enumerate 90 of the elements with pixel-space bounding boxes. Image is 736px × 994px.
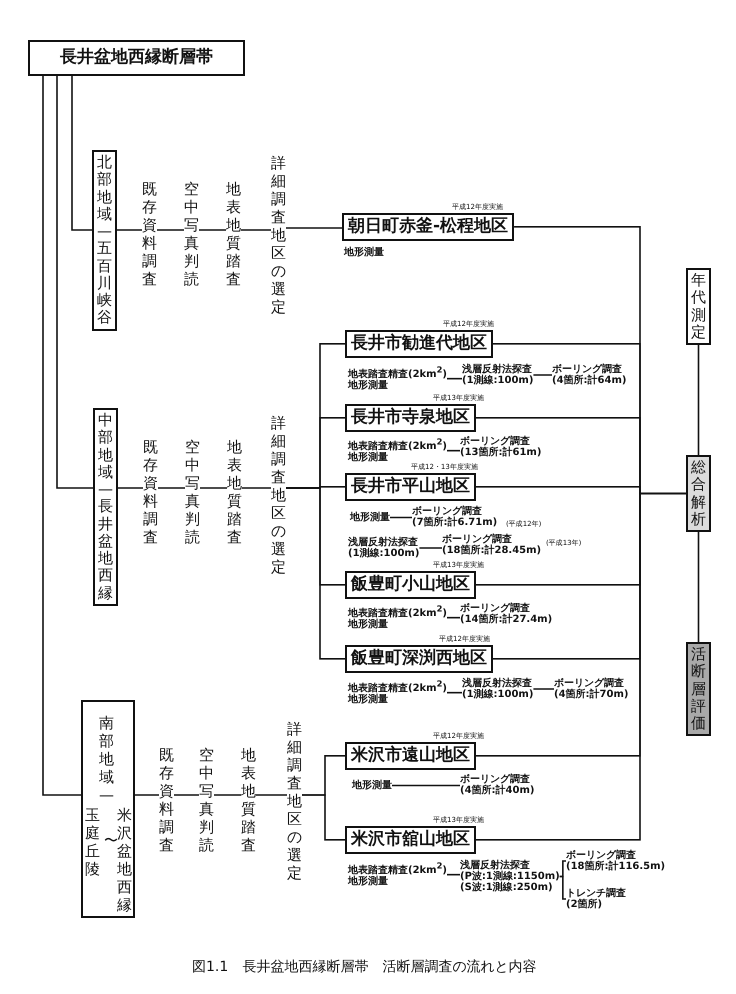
survey-text: ボーリング調査 (4箇所:計40m) <box>460 774 534 796</box>
connector-line <box>135 794 159 796</box>
step-text: 詳細調査地区の選定 <box>271 154 286 316</box>
region-text: 南部地域— <box>99 714 114 804</box>
caption: 図1.1 長井盆地西縁断層帯 活断層調査の流れと内容 <box>192 958 536 976</box>
connector-line <box>42 76 81 796</box>
connector-line <box>419 547 442 549</box>
method-box: 活断層評価 <box>686 642 711 736</box>
step-text: 空中写真判読 <box>185 438 200 546</box>
step-text: 空中写真判読 <box>199 746 214 854</box>
step-text: 既存資料調査 <box>159 746 174 854</box>
connector-line <box>256 794 287 796</box>
step-text: 詳細調査地区の選定 <box>271 414 286 576</box>
survey-text: 地表踏査精査(2km$^{2}$) <box>348 680 447 694</box>
connector-line <box>71 76 92 231</box>
connector-line <box>157 229 184 231</box>
survey-text: ボーリング調査 (4箇所:計64m) <box>552 364 626 386</box>
survey-text: 浅層反射法探査 (1測線:100m) <box>462 364 534 386</box>
survey-text: 地形測量 <box>348 619 388 630</box>
connector-line <box>200 487 227 489</box>
survey-text: 地形測量 <box>348 694 388 706</box>
method-box: 年代測定 <box>686 268 711 345</box>
area-box: 米沢市舘山地区 <box>345 826 476 854</box>
area-box: 長井市平山地区 <box>345 473 476 501</box>
connector-line <box>199 229 226 231</box>
survey-text: 地表踏査精査(2km$^{2}$) <box>348 862 447 876</box>
survey-text: 地形測量 <box>348 452 388 464</box>
survey-text: 地表踏査精査(2km$^{2}$) <box>348 605 447 620</box>
survey-text: 地表踏査精査(2km$^{2}$) <box>348 366 447 380</box>
step-text: 地表地質踏査 <box>227 438 242 546</box>
region-text: 玉庭丘陵 <box>85 806 100 878</box>
connector-line <box>446 874 460 876</box>
connector-line <box>446 378 462 380</box>
connector-line <box>698 532 700 642</box>
method-box: 総合解析 <box>686 455 711 532</box>
connector-line <box>446 450 460 452</box>
region-box: 中部地域—長井盆地西縁 <box>93 408 118 606</box>
connector-line <box>242 487 271 489</box>
connector-line <box>286 227 342 229</box>
connector-line <box>533 374 552 376</box>
area-box: 長井市寺泉地区 <box>345 404 476 432</box>
survey-text: トレンチ調査 (2箇所) <box>566 888 626 910</box>
connector-line <box>158 487 185 489</box>
survey-text: 地形測量 <box>348 380 388 392</box>
step-text: 地表地質踏査 <box>241 746 256 854</box>
connector-line <box>174 794 199 796</box>
step-text: 既存資料調査 <box>142 180 157 288</box>
connector-line <box>533 688 554 690</box>
survey-text: 地表踏査精査(2km$^{2}$) <box>348 438 447 452</box>
connector-line <box>392 784 460 786</box>
connector-line <box>302 794 345 841</box>
area-box: 朝日町赤釜-松程地区 <box>342 213 514 241</box>
survey-text: ボーリング調査 (4箇所:計70m) <box>554 678 628 700</box>
survey-text: 地形測量 <box>344 246 384 259</box>
title-box: 長井盆地西縁断層帯 <box>28 40 245 76</box>
area-box: 長井市勧進代地区 <box>345 330 493 358</box>
survey-text: 地形測量 <box>352 780 392 791</box>
survey-text: 浅層反射法探査 (P波:1測線:1150m) (S波:1測線:250m) <box>460 860 560 893</box>
survey-text: ボーリング調査 (14箇所:計27.4m) <box>460 603 552 625</box>
step-text: 地表地質踏査 <box>226 180 241 288</box>
connector-line <box>117 229 142 231</box>
survey-text: 地形測量 <box>350 512 390 523</box>
survey-text: ボーリング調査 (7箇所:計6.71m) <box>412 506 498 528</box>
connector-line <box>446 616 460 618</box>
connector-line <box>560 876 566 900</box>
region-box: 北部地域—五百川峡谷 <box>92 150 117 330</box>
step-text: 既存資料調査 <box>143 438 158 546</box>
connector-line <box>241 229 271 231</box>
survey-text: ボーリング調査 (18箇所:計116.5m) <box>566 850 666 872</box>
connector-line <box>446 692 462 694</box>
connector-line <box>698 345 700 455</box>
region-box <box>81 700 135 918</box>
step-text: 詳細調査地区の選定 <box>287 720 302 882</box>
connector-line <box>214 794 241 796</box>
region-text: 〜 <box>104 833 118 849</box>
connector-line <box>118 487 143 489</box>
connector-line <box>390 516 412 518</box>
connector-line <box>560 860 566 878</box>
connector-line <box>286 487 345 660</box>
area-box: 飯豊町小山地区 <box>345 571 476 599</box>
connector-line <box>56 76 93 489</box>
region-text: 米沢盆地西縁 <box>117 806 132 914</box>
area-box: 飯豊町深渕西地区 <box>345 645 493 673</box>
survey-text: ボーリング調査 (13箇所:計61m) <box>460 436 542 458</box>
survey-text: ボーリング調査 (18箇所:計28.45m) <box>442 534 542 556</box>
survey-text: 地形測量 <box>348 876 388 888</box>
survey-text: 浅層反射法探査 (1測線:100m) <box>462 678 534 700</box>
area-box: 米沢市遠山地区 <box>345 742 476 770</box>
step-text: 空中写真判読 <box>184 180 199 288</box>
survey-text: 浅層反射法探査 (1測線:100m) <box>348 537 420 559</box>
